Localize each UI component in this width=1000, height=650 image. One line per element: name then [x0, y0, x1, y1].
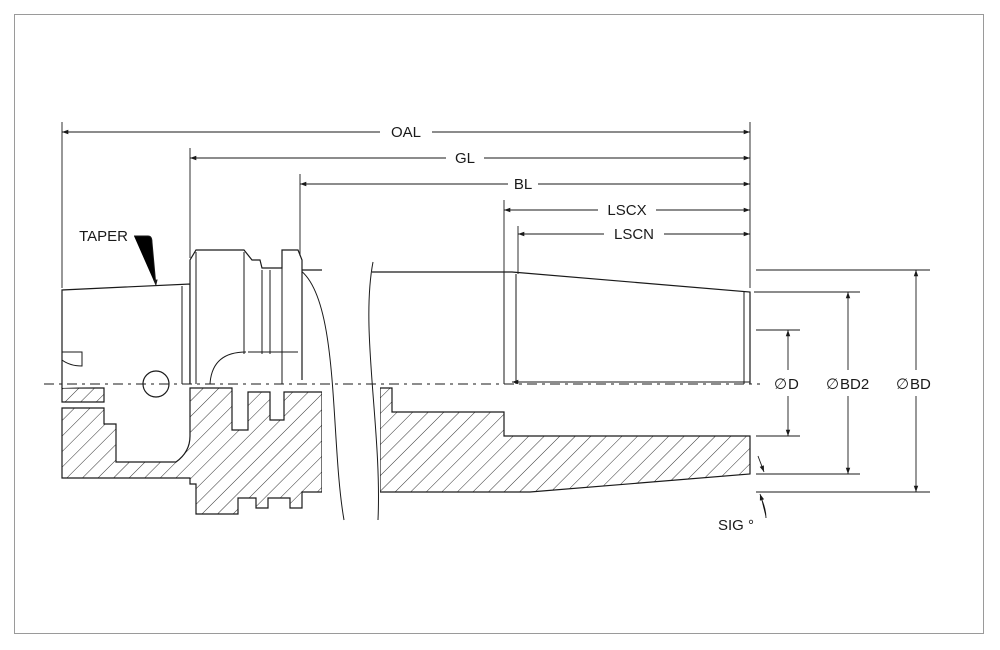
d-label: D — [788, 376, 799, 393]
sig-callout: SIG ° — [718, 455, 767, 534]
lscx-label: LSCX — [607, 202, 646, 219]
taper-section — [61, 387, 105, 403]
body-section — [379, 387, 751, 493]
sig-label: SIG ° — [718, 517, 754, 534]
flange — [189, 249, 303, 384]
vertical-dimensions: ∅ D ∅ BD2 ∅ BD — [754, 269, 931, 493]
oal-label: OAL — [391, 124, 421, 141]
taper-label: TAPER — [79, 228, 128, 245]
horizontal-dimensions: OAL GL BL LSCX LSCN — [61, 122, 751, 385]
lscn-label: LSCN — [614, 226, 654, 243]
d-diameter-symbol: ∅ — [774, 376, 787, 393]
bd2-label: BD2 — [840, 376, 869, 393]
bd-label: BD — [910, 376, 931, 393]
bl-label: BL — [514, 176, 532, 193]
bd-diameter-symbol: ∅ — [896, 376, 909, 393]
exterior-view — [61, 249, 751, 420]
taper-callout: TAPER — [79, 228, 158, 287]
bd2-diameter-symbol: ∅ — [826, 376, 839, 393]
gl-label: GL — [455, 150, 475, 167]
section-view — [61, 261, 751, 521]
taper-shank — [61, 283, 191, 388]
